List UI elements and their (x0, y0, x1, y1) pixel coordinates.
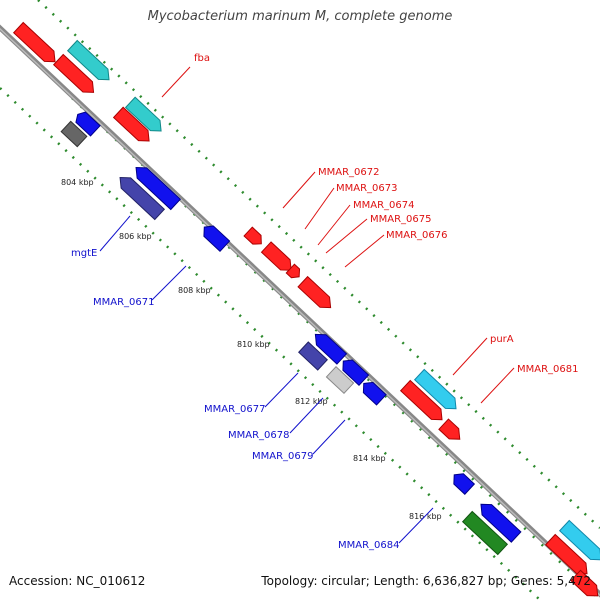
gene-arrow-24[interactable] (325, 365, 355, 395)
gene-arrow-4[interactable] (124, 96, 166, 136)
backbone (0, 24, 600, 598)
topology-text: Topology: circular; (261, 574, 370, 588)
gene-arrow-16[interactable] (73, 109, 101, 137)
gene-arrow-11[interactable] (399, 379, 447, 425)
gene-label-mmar-0675[interactable]: MMAR_0675 (370, 214, 432, 225)
gene-arrow-2[interactable] (66, 39, 114, 85)
gene-arrow-3[interactable] (52, 53, 99, 98)
gene-arrow-26[interactable] (449, 470, 476, 495)
gene-arrow-1[interactable] (12, 21, 60, 67)
gene-arrow-9[interactable] (297, 275, 335, 313)
gene-label-mmar-0681[interactable]: MMAR_0681 (517, 364, 579, 375)
gene-label-mmar-0677[interactable]: MMAR_0677 (204, 404, 266, 415)
tick-label: 806 kbp (119, 232, 152, 241)
gene-arrow-23[interactable] (339, 356, 370, 387)
gene-label-mmar-0673[interactable]: MMAR_0673 (336, 183, 398, 194)
gene-arrow-6[interactable] (243, 226, 265, 248)
tick-label: 812 kbp (295, 397, 328, 406)
map-title: Mycobacterium marinum M, complete genome (147, 9, 453, 24)
gene-arrow-22[interactable] (298, 341, 328, 371)
gene-arrow-15[interactable] (570, 569, 600, 600)
gene-arrow-19[interactable] (115, 172, 166, 221)
gene-label-mmar-0674[interactable]: MMAR_0674 (353, 200, 415, 211)
label-leader-lines (99, 66, 515, 544)
genes-count-text: Genes: 5,472 (510, 574, 591, 588)
genome-summary: Topology: circular; Length: 6,636,827 bp… (261, 574, 591, 588)
gene-label-fba[interactable]: fba (194, 53, 210, 64)
gene-arrow-28[interactable] (461, 510, 509, 556)
tick-label: 808 kbp (178, 286, 211, 295)
gene-label-mmar-0676[interactable]: MMAR_0676 (386, 230, 448, 241)
gene-label-mmar-0672[interactable]: MMAR_0672 (318, 167, 380, 178)
gene-label-mgte[interactable]: mgtE (71, 248, 97, 259)
gene-labels: fba MMAR_0672 MMAR_0673 MMAR_0674 MMAR_0… (71, 53, 579, 551)
gene-arrow-18[interactable] (131, 162, 182, 211)
gene-arrow-5[interactable] (112, 106, 154, 146)
gene-arrow-25[interactable] (359, 378, 387, 406)
gene-arrow-8[interactable] (285, 263, 303, 281)
gene-label-mmar-0679[interactable]: MMAR_0679 (252, 451, 314, 462)
gene-arrow-12[interactable] (438, 418, 465, 444)
length-text: Length: 6,636,827 bp; (373, 574, 508, 588)
gene-arrow-7[interactable] (260, 241, 296, 275)
gene-label-mmar-0684[interactable]: MMAR_0684 (338, 540, 400, 551)
gene-arrow-21[interactable] (311, 329, 348, 365)
gene-arrow-13[interactable] (558, 519, 600, 565)
gene-arrow-27[interactable] (476, 499, 522, 543)
gene-arrow-10[interactable] (413, 368, 461, 414)
tick-label: 810 kbp (237, 340, 270, 349)
accession-label: Accession: NC_010612 (9, 574, 146, 588)
tick-label: 814 kbp (353, 454, 386, 463)
gene-label-pura[interactable]: purA (490, 334, 514, 345)
tick-label: 804 kbp (61, 178, 94, 187)
gene-arrow-20[interactable] (200, 222, 231, 253)
gene-label-mmar-0678[interactable]: MMAR_0678 (228, 430, 290, 441)
gene-arrow-17[interactable] (60, 120, 88, 148)
gene-label-mmar-0671[interactable]: MMAR_0671 (93, 297, 155, 308)
ruler-outer (37, 0, 600, 529)
ruler-inner-1 (0, 87, 541, 600)
